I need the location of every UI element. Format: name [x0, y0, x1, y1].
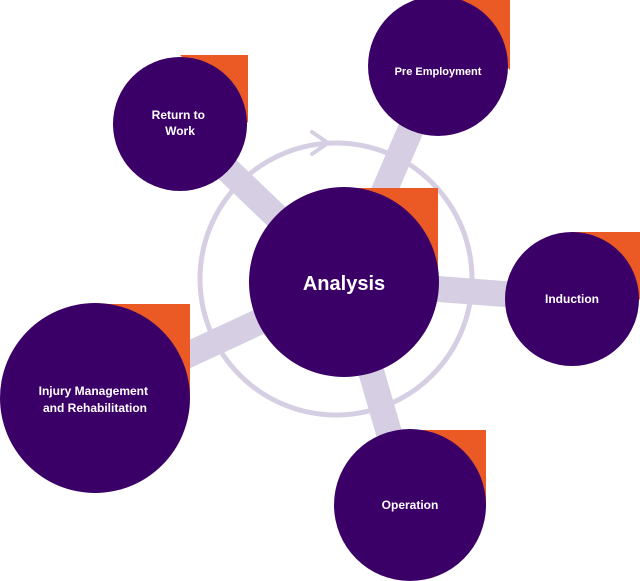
node-circle [505, 232, 639, 366]
node-circle [368, 0, 508, 136]
node-label-injury-management: Injury Management and Rehabilitation [39, 384, 152, 415]
node-label-return-to-work: Return to Work [152, 108, 209, 138]
node-circle [113, 57, 247, 191]
node-label-induction: Induction [545, 292, 599, 306]
node-circle [249, 187, 439, 377]
node-induction: Induction [505, 232, 640, 366]
node-circle [0, 303, 190, 493]
node-operation: Operation [334, 429, 486, 581]
node-return-to-work: Return to Work [113, 55, 248, 191]
node-analysis: Analysis [249, 187, 439, 377]
cycle-arrow-icon [310, 130, 330, 156]
cycle-ring [197, 140, 475, 418]
node-circle [334, 429, 486, 581]
node-label-operation: Operation [382, 498, 439, 512]
node-injury-management: Injury Management and Rehabilitation [0, 303, 190, 493]
center-label: Analysis [303, 273, 385, 295]
node-label-pre-employment: Pre Employment [395, 66, 482, 78]
node-pre-employment: Pre Employment [368, 0, 510, 136]
